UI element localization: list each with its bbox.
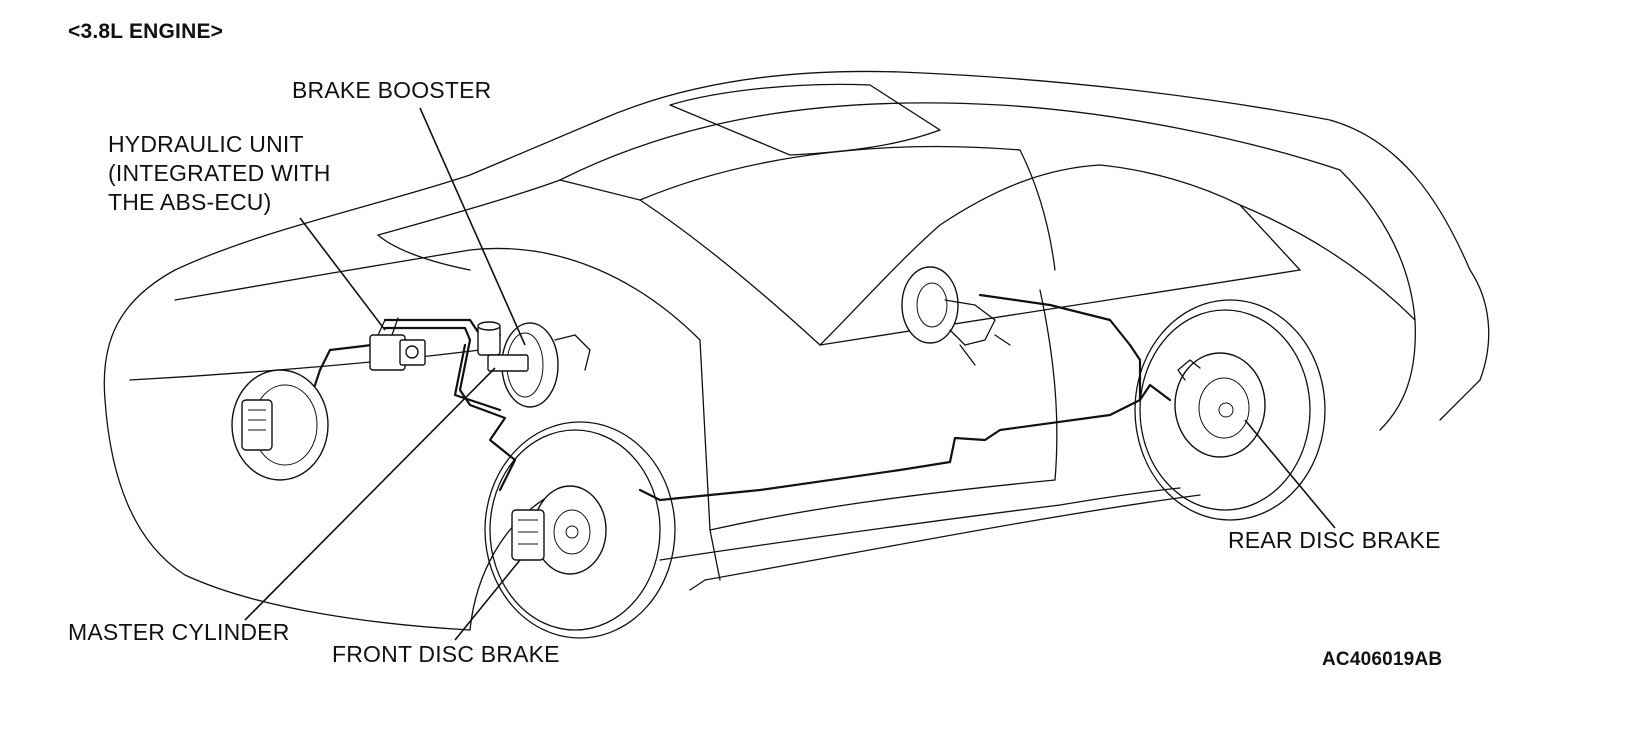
- label-hydraulic-unit-line2: (INTEGRATED WITH: [108, 160, 331, 186]
- master-cylinder-part: [477, 321, 529, 372]
- front-disc-brake-part: [511, 485, 607, 575]
- brake-pipes: [298, 293, 1172, 502]
- leader-front-disc-brake: [454, 559, 521, 641]
- front-left-brake-part: [231, 369, 329, 481]
- leader-rear-disc-brake: [1244, 419, 1336, 529]
- label-rear-disc-brake: REAR DISC BRAKE: [1228, 527, 1441, 553]
- label-hydraulic-unit-line1: HYDRAULIC UNIT: [108, 131, 304, 157]
- rear-wheel: [1134, 299, 1326, 521]
- leader-master-cylinder: [244, 367, 496, 621]
- rear-disc-brake-part: [1174, 352, 1266, 458]
- label-front-disc-brake: FRONT DISC BRAKE: [332, 641, 560, 667]
- leader-hydraulic-unit: [299, 217, 386, 331]
- label-brake-booster: BRAKE BOOSTER: [292, 77, 492, 103]
- label-hydraulic-unit-line3: THE ABS-ECU): [108, 189, 272, 215]
- figure-code: AC406019AB: [1322, 649, 1443, 670]
- label-master-cylinder: MASTER CYLINDER: [68, 619, 290, 645]
- leader-brake-booster: [419, 107, 526, 346]
- leader-lines: [244, 107, 1336, 641]
- engine-variant-title: <3.8L ENGINE>: [68, 20, 224, 43]
- front-wheel: [484, 421, 676, 639]
- hydraulic-unit-part: [369, 317, 426, 371]
- rear-left-brake-part: [901, 266, 1011, 366]
